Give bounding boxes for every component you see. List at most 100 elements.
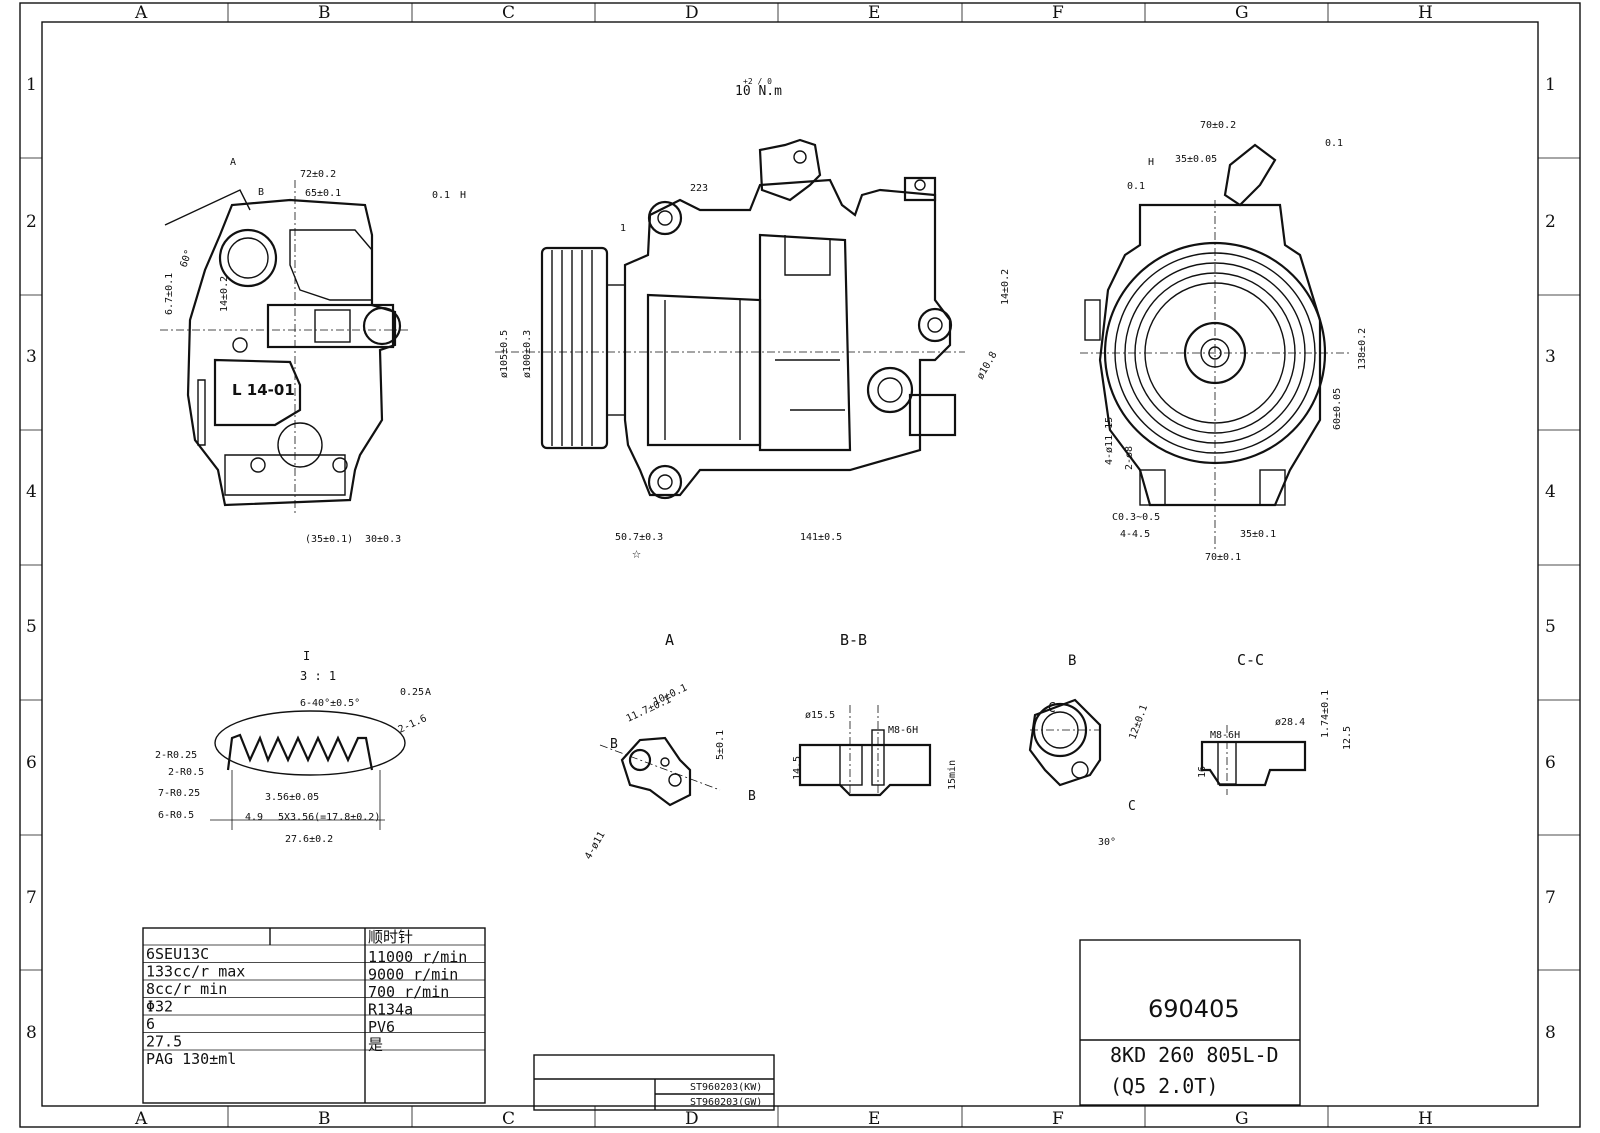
dimension-label: 10 N.m xyxy=(735,84,782,99)
zone-row-label: 3 xyxy=(1545,347,1556,367)
dimension-label: C0.3~0.5 xyxy=(1112,512,1160,523)
dimension-label: 60° xyxy=(178,248,195,269)
dimension-label: 50.7±0.3 xyxy=(615,532,663,543)
dimension-label: A xyxy=(230,157,236,168)
dimension-label: 4-4.5 xyxy=(1120,529,1150,540)
dimension-label: 4-ø11.15 xyxy=(1104,417,1115,465)
dimension-label: 3.56±0.05 xyxy=(265,792,319,803)
dimension-label: 15min xyxy=(947,760,958,790)
zone-col-label: H xyxy=(1418,1109,1433,1129)
dimension-label: (35±0.1) xyxy=(305,534,353,545)
dimension-label: ø28.4 xyxy=(1275,717,1305,728)
zone-col-label: E xyxy=(868,3,880,23)
zone-row-label: 5 xyxy=(26,617,37,637)
zone-col-label: C xyxy=(502,3,515,23)
zone-col-label: F xyxy=(1052,1109,1064,1129)
dimension-label: 4.9 xyxy=(245,812,263,823)
spec-left-cell: 6SEU13C xyxy=(146,945,209,963)
spec-left-cell: 8cc/r min xyxy=(146,980,227,998)
dimension-label: 70±0.1 xyxy=(1205,552,1241,563)
zone-col-label: E xyxy=(868,1109,880,1129)
label-plate: L 14-01 xyxy=(232,381,295,399)
zone-row-label: 6 xyxy=(1545,753,1556,773)
zone-col-label: H xyxy=(1418,3,1433,23)
spec-right-cell: 700 r/min xyxy=(368,983,449,1001)
spec-left-cell: 133cc/r max xyxy=(146,963,245,981)
dimension-label: C xyxy=(1048,701,1056,716)
dimension-label: 0.1 xyxy=(432,190,450,201)
dimension-label: B xyxy=(1068,653,1076,669)
dimension-label: 14±0.2 xyxy=(1000,269,1011,305)
side-view-right xyxy=(1080,143,1350,550)
zone-row-label: 3 xyxy=(26,347,37,367)
dimension-label: ø100±0.3 xyxy=(522,330,533,378)
zone-row-label: 2 xyxy=(26,212,37,232)
zone-row-label: 2 xyxy=(1545,212,1556,232)
dimension-label: 12.5 xyxy=(1342,726,1353,750)
section-b-b xyxy=(798,705,932,797)
dimension-label: H xyxy=(460,190,466,201)
revision-row: ST960203(KW) xyxy=(690,1082,762,1093)
dimension-label: 6.7±0.1 xyxy=(164,273,175,315)
spec-right-cell: PV6 xyxy=(368,1018,395,1036)
dimension-label: 2-R0.25 xyxy=(155,750,197,761)
dimension-label: 2-1.6 xyxy=(397,713,429,736)
dimension-label: ☆ xyxy=(632,544,641,562)
dimension-label: 12±0.1 xyxy=(1127,703,1150,741)
zone-col-label: F xyxy=(1052,3,1064,23)
dimension-label: 30° xyxy=(1098,837,1116,848)
dimension-label: 138±0.2 xyxy=(1357,328,1368,370)
zone-col-label: C xyxy=(502,1109,515,1129)
spec-left-cell: Φ32 xyxy=(146,998,173,1016)
dimension-label: ø10.8 xyxy=(975,350,1000,382)
zone-row-label: 8 xyxy=(26,1023,37,1043)
dimension-label: 5±0.1 xyxy=(715,730,726,760)
dimension-label: ø15.5 xyxy=(805,710,835,721)
spec-left-cell: PAG 130±ml xyxy=(146,1050,236,1068)
zone-row-label: 4 xyxy=(26,482,37,502)
spec-right-cell: 是 xyxy=(368,1036,383,1054)
dimension-label: M8-6H xyxy=(888,725,918,736)
dimension-label: 72±0.2 xyxy=(300,169,336,180)
dimension-label: B-B xyxy=(840,631,867,649)
dimension-label: I xyxy=(303,649,310,663)
zone-row-label: 8 xyxy=(1545,1023,1556,1043)
dimension-label: 6-R0.5 xyxy=(158,810,194,821)
dimension-label: 141±0.5 xyxy=(800,532,842,543)
dimension-label: +2 / 0 xyxy=(743,77,772,86)
dimension-label: 3 : 1 xyxy=(300,669,336,683)
view-a xyxy=(599,736,721,807)
dimension-label: 65±0.1 xyxy=(305,188,341,199)
dimension-label: 35±0.05 xyxy=(1175,154,1217,165)
dimension-label: 0.1 xyxy=(1325,138,1343,149)
dimension-label: 27.6±0.2 xyxy=(285,834,333,845)
view-b xyxy=(1028,698,1102,787)
zone-col-label: G xyxy=(1235,1109,1249,1129)
dimension-label: C-C xyxy=(1237,651,1264,669)
zone-row-label: 5 xyxy=(1545,617,1556,637)
dimension-label: M8-6H xyxy=(1210,730,1240,741)
dimension-label: 4-ø11 xyxy=(583,830,608,862)
zone-col-label: A xyxy=(134,1109,148,1129)
dimension-label: 0.25 xyxy=(400,687,424,698)
dimension-label: 7-R0.25 xyxy=(158,788,200,799)
dimension-label: 1 xyxy=(620,223,626,234)
dimension-label: 0.1 xyxy=(1127,181,1145,192)
dimension-label: 2-ø8 xyxy=(1124,446,1135,470)
spec-right-cell: 9000 r/min xyxy=(368,966,458,984)
zone-col-label: B xyxy=(318,3,331,23)
front-view xyxy=(495,138,965,500)
zone-row-label: 1 xyxy=(1545,75,1556,95)
zone-row-label: 4 xyxy=(1545,482,1556,502)
spec-right-cell: 顺时针 xyxy=(368,928,413,946)
zone-row-label: 7 xyxy=(1545,888,1556,908)
dimension-label: C xyxy=(1128,799,1136,814)
spec-left-cell: 27.5 xyxy=(146,1033,182,1051)
dimension-label: B xyxy=(748,789,756,804)
zone-col-label: G xyxy=(1235,3,1249,23)
dimension-label: 2-R0.5 xyxy=(168,767,204,778)
zone-col-label: D xyxy=(685,3,699,23)
spec-right-cell: R134a xyxy=(368,1001,413,1019)
